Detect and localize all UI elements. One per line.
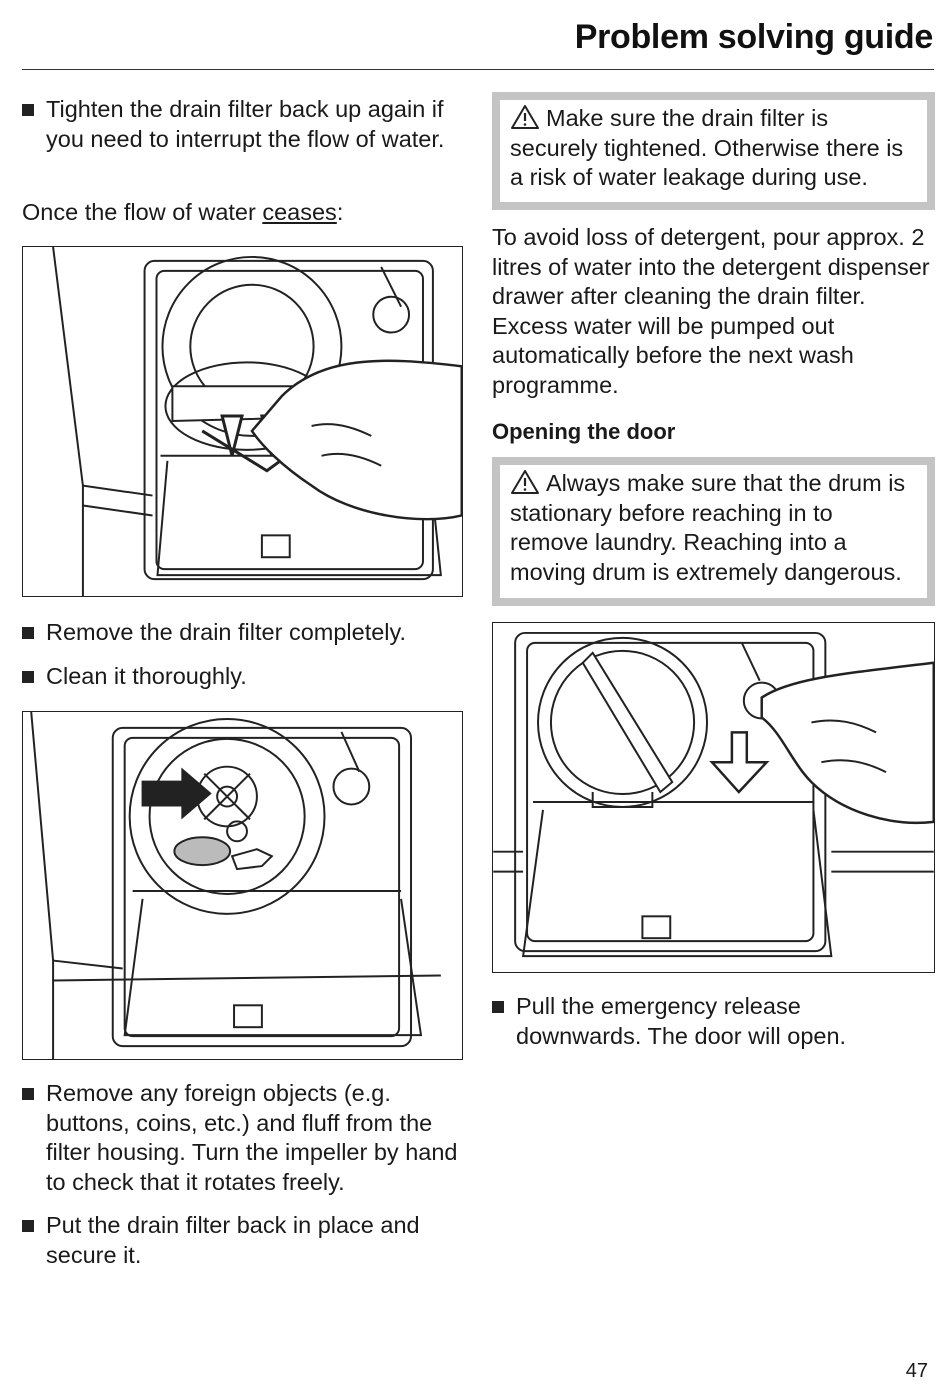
illustration-filter-housing	[30, 712, 441, 1059]
instruction-text: Once the flow of water	[22, 199, 263, 225]
square-bullet-icon	[22, 671, 34, 683]
list-item: Tighten the drain filter back up again i…	[22, 95, 462, 154]
instruction-line: Once the flow of water ceases:	[22, 198, 343, 228]
figure-emergency-release	[492, 622, 935, 973]
instruction-colon: :	[336, 199, 344, 225]
page-title: Problem solving guide	[574, 18, 934, 56]
detergent-paragraph: To avoid loss of detergent, pour approx.…	[492, 223, 937, 400]
warning-box-filter: Make sure the drain filter is securely t…	[492, 92, 935, 210]
square-bullet-icon	[22, 104, 34, 116]
figure-filter-housing	[22, 711, 463, 1060]
warning-box-drum: Always make sure that the drum is statio…	[492, 457, 935, 606]
bullet-text: Clean it thoroughly.	[46, 663, 247, 689]
list-item: Pull the emergency release downwards. Th…	[492, 992, 932, 1051]
warning-text: Make sure the drain filter is securely t…	[510, 105, 904, 190]
bullet-text: Remove the drain filter completely.	[46, 619, 407, 645]
list-item: Clean it thoroughly.	[22, 662, 462, 692]
paragraph-text: To avoid loss of detergent, pour approx.…	[492, 224, 930, 398]
square-bullet-icon	[22, 627, 34, 639]
warning-text: Always make sure that the drum is statio…	[510, 470, 906, 585]
header-divider	[22, 69, 934, 70]
list-item: Remove any foreign objects (e.g. buttons…	[22, 1079, 464, 1197]
figure-drain-filter-loosen	[22, 246, 463, 597]
instruction-emphasis: ceases	[262, 199, 337, 225]
bullet-text: Pull the emergency release downwards. Th…	[516, 993, 847, 1049]
page-number: 47	[905, 1360, 928, 1382]
bullet-text: Tighten the drain filter back up again i…	[46, 96, 445, 152]
square-bullet-icon	[22, 1088, 34, 1100]
square-bullet-icon	[22, 1220, 34, 1232]
warning-triangle-icon	[511, 105, 539, 129]
bullet-text: Remove any foreign objects (e.g. buttons…	[46, 1080, 458, 1195]
warning-triangle-icon	[511, 470, 539, 494]
section-heading: Opening the door	[492, 419, 676, 444]
square-bullet-icon	[492, 1001, 504, 1013]
illustration-emergency-release	[493, 631, 934, 958]
list-item: Put the drain filter back in place and s…	[22, 1211, 462, 1270]
illustration-drain-filter-loosen	[52, 247, 462, 596]
bullet-text: Put the drain filter back in place and s…	[46, 1212, 420, 1268]
list-item: Remove the drain filter completely.	[22, 618, 462, 648]
